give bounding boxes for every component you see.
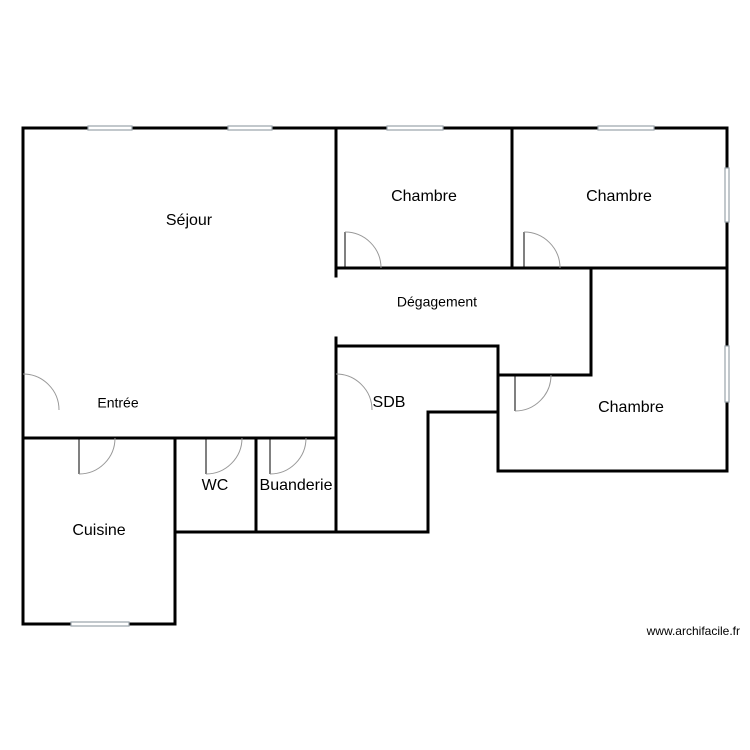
label-cuisine: Cuisine [72,522,125,539]
door-cuisine [78,437,116,475]
label-sdb: SDB [373,394,406,411]
window-sejour-1 [87,125,133,131]
doors [22,231,561,475]
window-sejour-2 [227,125,273,131]
door-sdb [335,373,373,411]
window-chambre-1 [386,125,444,131]
room-labels: Séjour Chambre Chambre Chambre Dégagemen… [72,188,664,539]
window-chambre-3-side [724,345,730,403]
door-chambre-2 [523,231,561,269]
door-buanderie [269,437,307,475]
window-chambre-2 [597,125,655,131]
door-entree [22,373,60,411]
label-sejour: Séjour [166,212,213,229]
label-buanderie: Buanderie [260,477,333,494]
window-chambre-2-side [724,167,730,223]
label-chambre-3: Chambre [598,399,664,416]
label-degagement: Dégagement [397,294,477,310]
watermark-text: www.archifacile.fr [646,624,740,638]
door-wc [205,437,243,475]
label-chambre-2: Chambre [586,188,652,205]
door-chambre-1 [344,231,382,269]
label-wc: WC [202,477,229,494]
windows [70,125,730,627]
label-chambre-1: Chambre [391,188,457,205]
door-chambre-3 [514,374,552,412]
label-entree: Entrée [97,395,138,411]
window-cuisine [70,621,130,627]
